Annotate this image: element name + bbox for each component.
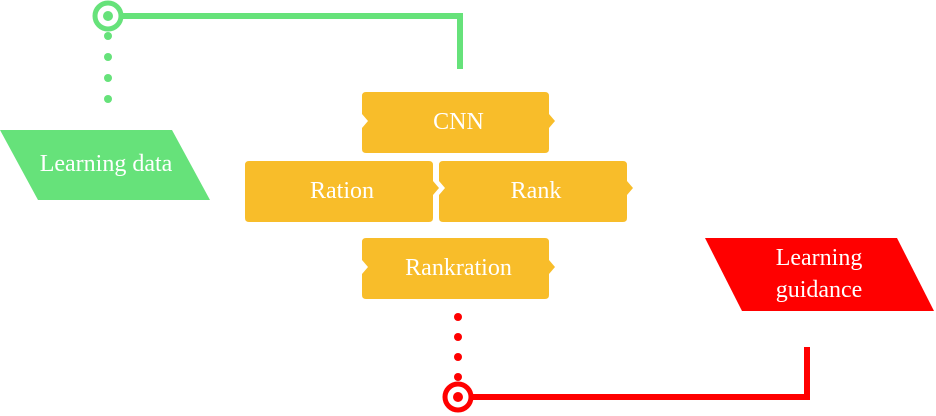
- red-connector-line: [458, 347, 810, 400]
- cnn-block: [362, 92, 555, 153]
- green-dotted-connector: [104, 32, 112, 103]
- learning-data-shape: [0, 130, 210, 200]
- learning-guidance-shape: [705, 238, 934, 311]
- red-dotted-connector: [454, 313, 462, 381]
- rank-block: [439, 161, 633, 222]
- green-connector-line: [108, 13, 463, 69]
- red-end-marker-icon: [442, 381, 474, 413]
- rankration-block: [362, 238, 555, 299]
- ration-block: [245, 161, 439, 222]
- green-start-marker-icon: [92, 0, 124, 32]
